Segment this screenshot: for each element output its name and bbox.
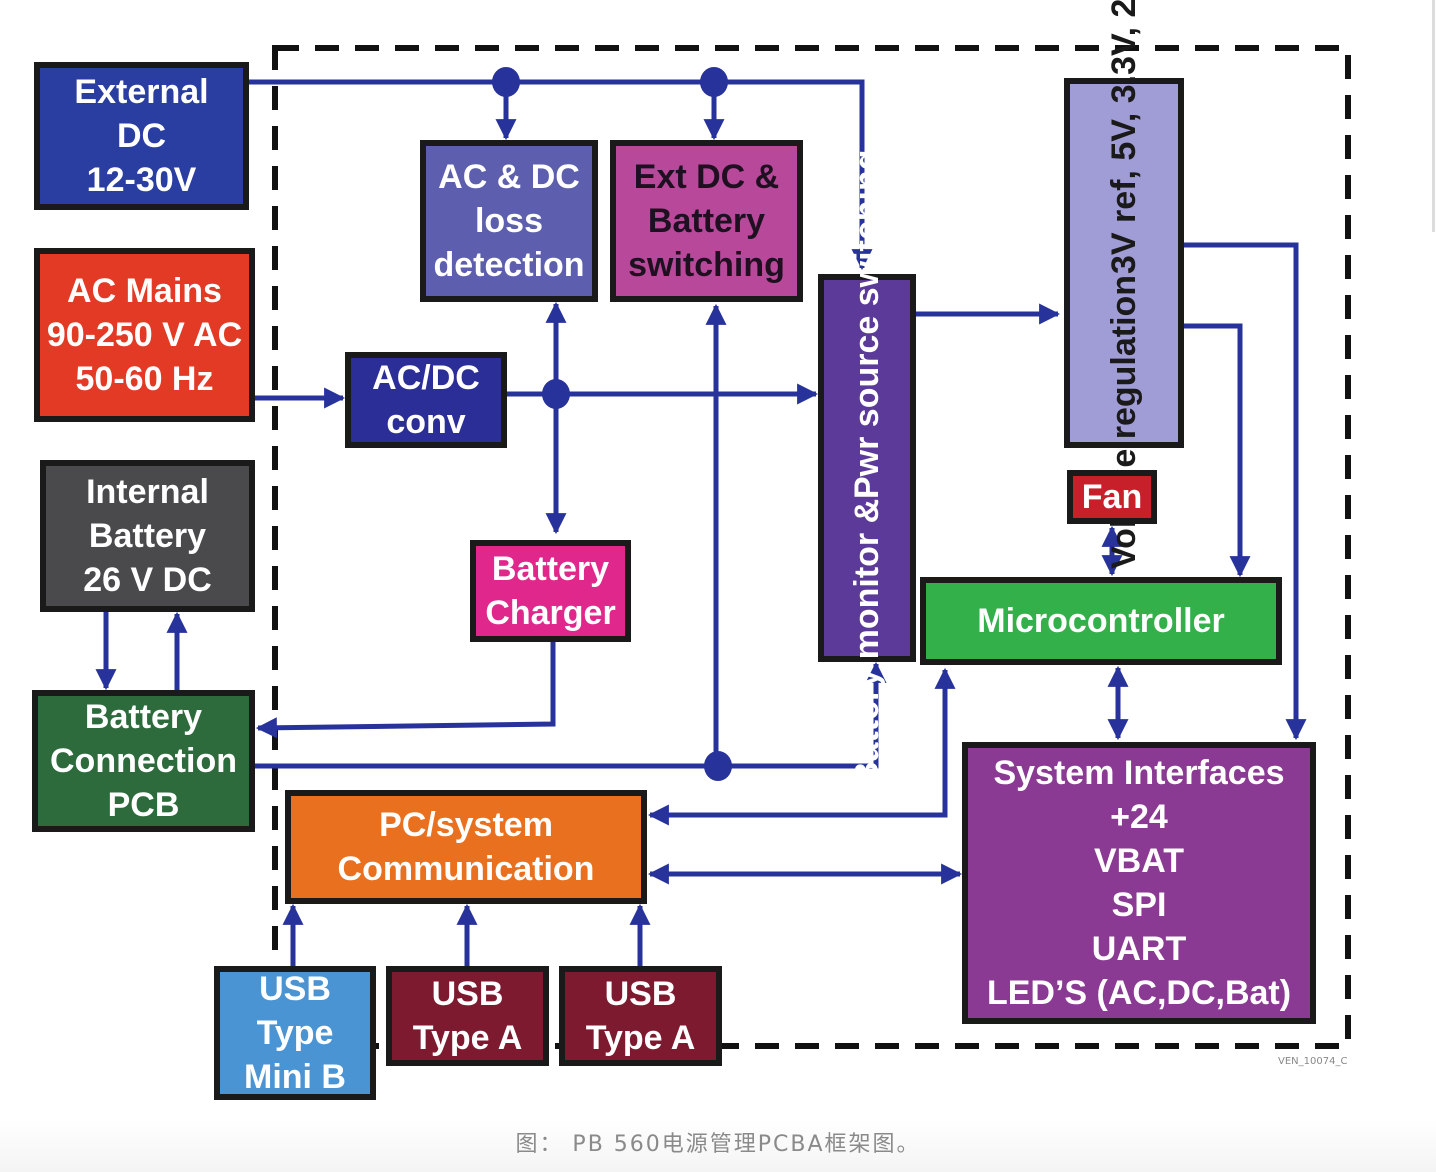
caption-bar — [0, 1120, 1436, 1172]
block-label-line: Battery — [491, 550, 610, 588]
block-label-line: PCB — [107, 786, 180, 824]
ext-dc-bus-wire — [249, 79, 873, 271]
figure-caption: 图： PB 560电源管理PCBA框架图。 — [515, 1132, 921, 1157]
block-label-line: conv — [386, 403, 466, 441]
block-label-line: LED’S (AC,DC,Bat) — [986, 974, 1292, 1012]
ac-dc-converter-block: AC/DC conv — [345, 352, 507, 448]
wiring-layer — [95, 45, 1351, 1049]
micro-to-pc-wire — [647, 667, 956, 826]
scrollbar-edge[interactable] — [1432, 0, 1435, 232]
figure-id-label: VEN_10074_C — [1278, 1056, 1348, 1067]
fan-block: Fan — [1067, 470, 1157, 524]
block-label-line: PC/system — [379, 806, 553, 844]
microcontroller-block: Microcontroller — [920, 577, 1282, 665]
block-label-line: Battery — [647, 202, 766, 240]
block-label-line: detection — [433, 246, 585, 284]
usb-type-a-block: USB Type A — [559, 966, 722, 1066]
regulation-to-micro-wire — [1184, 323, 1251, 578]
block-label-line: Connection — [50, 742, 237, 780]
block-label-line: Battery — [88, 517, 207, 555]
block-label-line: System Interfaces — [993, 754, 1285, 792]
block-label-line: Charger — [485, 594, 616, 632]
block-label-line: Pwr source switching — [848, 149, 886, 500]
battery-monitor-block: Battery monitor &Pwr source switching — [818, 150, 916, 786]
block-label-line: Voltage regulation — [1105, 274, 1143, 569]
block-label-line: SPI — [1111, 886, 1167, 924]
block-label-line: Type A — [585, 1019, 696, 1057]
ac-mains-block: AC Mains 90-250 V AC 50-60 Hz — [34, 248, 255, 422]
block-label-line: loss — [474, 202, 544, 240]
ext-dc-battery-switching-block: Ext DC & Battery switching — [610, 140, 803, 302]
regulation-to-interfaces-wire — [1184, 242, 1307, 741]
charger-to-battery-connection-wire — [255, 642, 556, 739]
junction-dot — [704, 751, 732, 781]
block-label-line: Ext DC & — [633, 158, 780, 196]
block-label-line: Battery monitor & — [848, 499, 886, 787]
block-label-line: Communication — [337, 850, 595, 888]
block-label-line: 12-30V — [86, 161, 197, 199]
block-label-line: UART — [1091, 930, 1187, 968]
block-label-line: USB — [259, 970, 331, 1008]
block-label-line: Fan — [1081, 478, 1143, 516]
block-label-line: AC & DC — [438, 158, 580, 196]
usb-type-a-block: USB Type A — [386, 966, 549, 1066]
block-label-line: Battery — [84, 698, 203, 736]
block-label-line: 90-250 V AC — [46, 316, 243, 354]
block-label-line: DC — [116, 117, 167, 155]
block-label-line: 50-60 Hz — [75, 360, 214, 398]
pcba-boundary — [272, 45, 1351, 1049]
block-label-line: 3V ref, 5V, 3.3V, 24V — [1105, 0, 1143, 275]
block-label-line: Internal — [86, 473, 209, 511]
block-label-line: USB — [431, 975, 504, 1013]
block-label-line: Type A — [412, 1019, 523, 1057]
ac-dc-loss-detection-block: AC & DC loss detection — [420, 140, 598, 302]
junction-dot — [542, 379, 570, 409]
block-label-line: AC/DC — [372, 359, 480, 397]
junction-dot — [700, 67, 728, 97]
block-label-line: Mini B — [244, 1058, 346, 1096]
junction-dot — [492, 67, 520, 97]
block-label-line: Type — [256, 1014, 334, 1052]
block-label-line: +24 — [1110, 798, 1168, 836]
block-label-line: switching — [628, 246, 785, 284]
block-label-line: USB — [604, 975, 677, 1013]
block-label-line: VBAT — [1093, 842, 1185, 880]
block-label-line: AC Mains — [67, 272, 222, 310]
block-label-line: External — [74, 73, 209, 111]
block-label-line: 26 V DC — [83, 561, 212, 599]
battery-bus-wire — [255, 661, 887, 769]
block-label-line: Microcontroller — [977, 602, 1225, 640]
